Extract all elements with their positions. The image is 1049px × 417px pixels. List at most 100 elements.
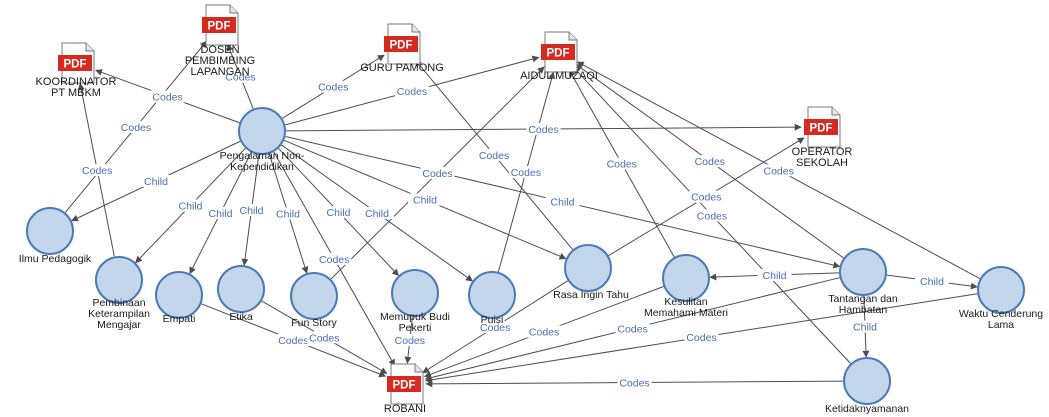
- document-guru[interactable]: PDF GURU PAMONG: [360, 23, 444, 74]
- edge-label-child: Child: [209, 208, 233, 220]
- node-label-line: Pengalaman Non-: [220, 150, 305, 162]
- document-aidul[interactable]: PDF AIDUL MUZAQI: [520, 31, 598, 82]
- node-label-line: Empati: [163, 313, 196, 325]
- node-puisi[interactable]: Puisi: [468, 271, 516, 326]
- code-node-circle: [843, 357, 891, 405]
- edge-label-background: [757, 269, 792, 281]
- edge-label-background: [684, 331, 719, 344]
- code-node-circle: [155, 271, 203, 319]
- page-fold-icon: [831, 107, 840, 116]
- edge-label-child: Child: [327, 207, 351, 219]
- page-fold-icon: [85, 43, 94, 52]
- pdf-badge-text: PDF: [547, 48, 570, 60]
- edge-label-background: [307, 331, 342, 344]
- node-label-line: Rasa Ingin Tahu: [553, 289, 629, 301]
- edge-label-background: [615, 322, 650, 335]
- node-ketidak[interactable]: Ketidaknyamanan: [825, 357, 909, 415]
- edge-label-background: [694, 209, 729, 222]
- node-rasa[interactable]: Rasa Ingin Tahu: [553, 244, 629, 301]
- edge-label-codes: Codes: [617, 323, 647, 335]
- page-fold-icon: [568, 32, 577, 41]
- edge-label-codes: Codes: [309, 332, 339, 344]
- edge-label-codes: Codes: [152, 91, 182, 103]
- node-label-line: Fun Story: [291, 317, 337, 329]
- node-label-line: Etika: [229, 311, 253, 323]
- edge-label-background: [394, 85, 429, 98]
- node-label-line: Kependidikan: [230, 161, 294, 173]
- edge-label-codes: Codes: [528, 124, 558, 136]
- edge-label-codes: Codes: [619, 378, 649, 390]
- code-node-circle: [290, 272, 338, 320]
- edge-label-background: [689, 190, 724, 203]
- edge-label-background: [604, 157, 639, 170]
- document-label-line: AIDUL MUZAQI: [520, 70, 598, 82]
- pdf-badge-text: PDF: [390, 40, 413, 52]
- edge-label-background: [223, 70, 258, 83]
- document-label-line: GURU PAMONG: [360, 62, 444, 74]
- edge-label-background: [150, 90, 185, 103]
- edge-label-background: [139, 175, 173, 187]
- edge-label-background: [915, 275, 949, 287]
- edge-label-codes: Codes: [607, 159, 637, 171]
- code-node-circle: [95, 256, 143, 304]
- node-label-line: Waktu Cenderung: [959, 308, 1043, 320]
- edge-label-background: [276, 334, 311, 347]
- pdf-badge-background: [384, 36, 418, 52]
- node-label-line: Hambatan: [839, 304, 888, 316]
- page-fold-icon: [414, 364, 423, 373]
- edge-label-child: Child: [179, 201, 203, 213]
- code-node-circle: [238, 107, 286, 155]
- edge-label-child: Child: [413, 195, 437, 207]
- document-label-line: ROBANI: [384, 403, 426, 415]
- node-ilmu[interactable]: Ilmu Pedagogik: [19, 207, 92, 265]
- edge-label-background: [848, 320, 882, 333]
- edge-label-background: [392, 333, 427, 346]
- edge-label-background: [80, 164, 115, 177]
- edge-label-codes: Codes: [479, 150, 509, 162]
- edge-label-background: [408, 193, 442, 206]
- edge-label-background: [477, 148, 512, 161]
- code-node-circle: [977, 266, 1025, 314]
- edge-label-codes: Codes: [691, 192, 721, 204]
- edge-label-child: Child: [551, 197, 575, 209]
- edge-label-background: [526, 122, 561, 135]
- edge-label-codes: Codes: [422, 168, 452, 180]
- node-pengalaman[interactable]: Pengalaman Non-Kependidikan: [220, 107, 305, 173]
- pdf-badge-text: PDF: [64, 59, 87, 71]
- page-fold-icon: [411, 24, 420, 33]
- edge-label-codes: Codes: [397, 86, 427, 98]
- code-node-circle: [839, 248, 887, 296]
- document-label-line: DOSEN: [200, 44, 239, 56]
- node-empati[interactable]: Empati: [155, 271, 203, 325]
- edge-label-codes: Codes: [480, 322, 510, 334]
- node-label-line: Tantangan dan: [828, 293, 898, 305]
- code-node-circle: [468, 271, 516, 319]
- edge-label-codes: Codes: [121, 122, 151, 134]
- edge-label-background: [203, 207, 238, 219]
- document-label-line: KOORDINATOR: [36, 76, 117, 88]
- node-label-line: Mengajar: [97, 319, 141, 331]
- node-funstory[interactable]: Fun Story: [290, 272, 338, 329]
- edge-label-codes: Codes: [511, 167, 541, 179]
- edge-label-child: Child: [763, 270, 787, 282]
- pdf-badge-text: PDF: [208, 21, 231, 33]
- pdf-badge-background: [541, 44, 575, 60]
- code-node-circle: [662, 254, 710, 302]
- edge-label-background: [761, 164, 796, 177]
- document-label-line: OPERATOR: [792, 146, 853, 158]
- edge-label-codes: Codes: [697, 210, 727, 222]
- pdf-badge-background: [387, 376, 421, 392]
- edge-label-codes: Codes: [319, 254, 349, 266]
- edge-label-codes: Codes: [318, 82, 348, 94]
- node-label-line: Pekerti: [399, 322, 432, 334]
- node-etika[interactable]: Etika: [217, 265, 265, 323]
